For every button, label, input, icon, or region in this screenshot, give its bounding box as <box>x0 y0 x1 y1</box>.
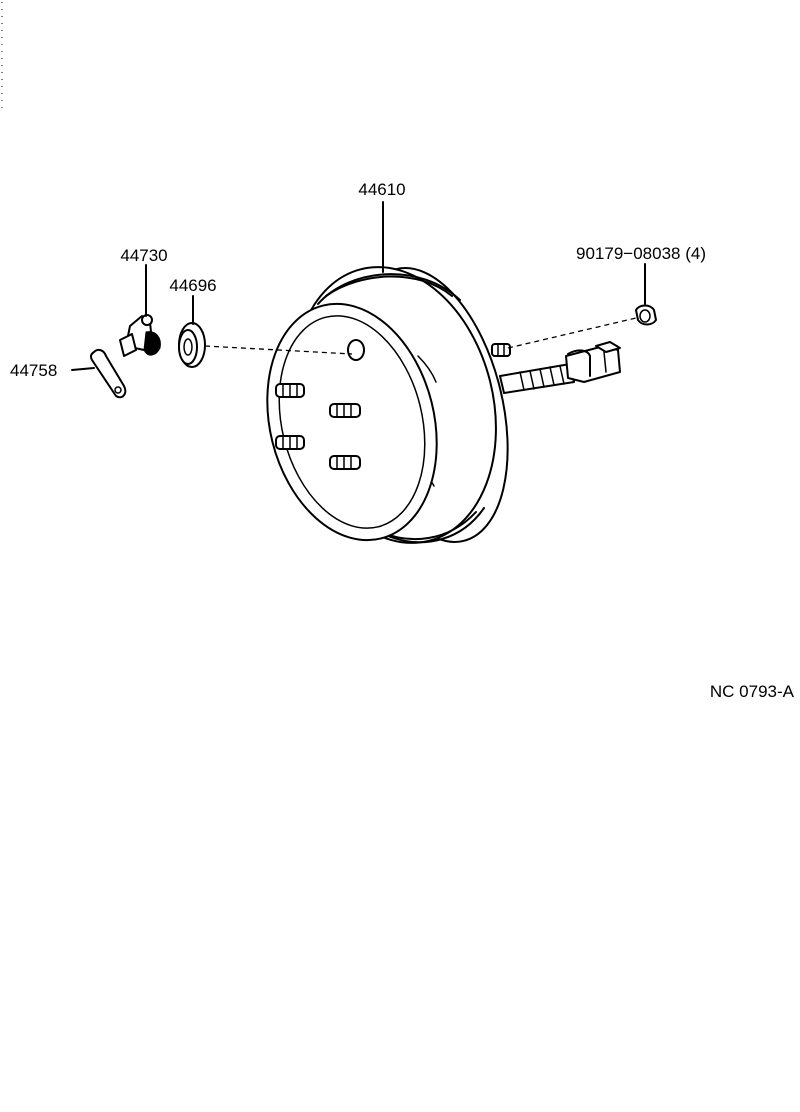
front-stud-lower-left <box>275 435 305 450</box>
label-44758: 44758 <box>10 361 57 380</box>
alignment-line-nut <box>507 317 637 349</box>
rear-stud <box>491 343 511 357</box>
label-44696: 44696 <box>169 276 216 295</box>
clip-pin <box>89 348 127 399</box>
alignment-line-seal <box>204 345 353 355</box>
label-44730: 44730 <box>120 246 167 265</box>
shell-rib-2 <box>325 275 453 297</box>
rear-clevis-yoke <box>565 341 621 383</box>
grommet-seal <box>178 322 206 368</box>
push-rod <box>499 363 575 394</box>
front-stud-lower-center <box>329 455 361 470</box>
front-stud-upper-left <box>275 383 305 398</box>
shell-contour-b <box>417 355 437 383</box>
mounting-nut <box>635 304 657 326</box>
figure-code: NC 0793-A <box>710 682 795 701</box>
front-stud-upper-center <box>329 403 361 418</box>
booster-front-face <box>266 302 438 542</box>
brake-booster-assembly <box>266 266 621 544</box>
label-44610: 44610 <box>358 180 405 199</box>
shell-rib-4 <box>387 507 485 544</box>
check-valve-body <box>119 314 161 357</box>
label-90179: 90179−08038 (4) <box>576 244 706 263</box>
check-valve-port <box>347 339 365 361</box>
leader-44758 <box>71 367 95 371</box>
